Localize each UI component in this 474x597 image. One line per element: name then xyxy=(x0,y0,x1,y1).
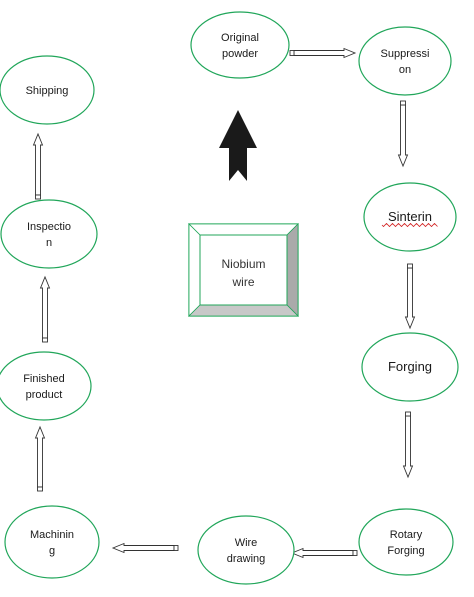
flow-arrow-2-tail xyxy=(400,100,406,106)
node-suppression-label-2: on xyxy=(399,64,411,76)
flow-arrow-6-tail xyxy=(173,545,179,551)
node-forging: Forging xyxy=(361,332,459,402)
flow-arrow-7 xyxy=(34,425,46,488)
center-box: Niobium wire xyxy=(188,223,299,317)
node-rotary-forging-shape xyxy=(358,508,454,576)
node-forging-label-1: Forging xyxy=(388,359,432,374)
flow-arrow-9 xyxy=(32,132,44,196)
spellcheck-underline xyxy=(381,222,438,228)
node-shipping-shape xyxy=(0,55,95,125)
flow-arrow-8-tail xyxy=(42,337,48,343)
node-original-powder: Original powder xyxy=(190,11,290,79)
node-suppression-label-1: Suppressi xyxy=(381,48,430,60)
node-forging-shape xyxy=(361,332,459,402)
nodes: Original powder Suppressi onSinterinForging… xyxy=(0,11,459,585)
node-finished-product-label-2: product xyxy=(26,389,63,401)
flow-arrow-5 xyxy=(290,547,354,559)
node-finished-product-label-1: Finished xyxy=(23,373,65,385)
flow-arrow-4-tail xyxy=(405,411,411,417)
center-box-right-bevel xyxy=(286,223,299,317)
node-wire-drawing: Wire drawing xyxy=(197,515,295,585)
center-box-bottom-bevel xyxy=(188,304,299,317)
node-original-powder-label-1: Original xyxy=(221,32,259,44)
node-machining: Machinin g xyxy=(4,505,100,579)
node-finished-product-shape xyxy=(0,351,92,421)
node-machining-label-1: Machinin xyxy=(30,529,74,541)
block-up-arrow-icon xyxy=(219,110,257,181)
flow-arrow-4 xyxy=(402,415,414,479)
flow-arrow-1-tail xyxy=(289,50,295,56)
node-sintering: Sinterin xyxy=(363,182,457,252)
center-box-face xyxy=(199,234,288,306)
node-rotary-forging-label-2: Forging xyxy=(387,545,424,557)
node-inspection: Inspectio n xyxy=(0,199,98,269)
node-shipping: Shipping xyxy=(0,55,95,125)
flow-arrow-3-tail xyxy=(407,263,413,269)
center-box-left-bevel xyxy=(188,223,201,317)
node-machining-shape xyxy=(4,505,100,579)
flow-arrow-8 xyxy=(39,275,51,339)
node-wire-drawing-label-2: drawing xyxy=(227,553,266,565)
node-inspection-label-2: n xyxy=(46,237,52,249)
node-inspection-shape xyxy=(0,199,98,269)
node-machining-label-2: g xyxy=(49,545,55,557)
flow-arrow-3 xyxy=(404,267,416,330)
node-finished-product: Finished product xyxy=(0,351,92,421)
center-box-top-bevel xyxy=(188,223,299,236)
flow-arrow-1 xyxy=(293,47,357,59)
node-suppression-shape xyxy=(358,26,452,96)
flow-arrow-7-tail xyxy=(37,486,43,492)
center-box-line-2: wire xyxy=(231,275,254,289)
flow-arrow-5-tail xyxy=(352,550,358,556)
flow-arrow-6 xyxy=(111,542,175,554)
center-box-line-1: Niobium xyxy=(221,257,265,271)
flow-arrow-2 xyxy=(397,104,409,168)
node-original-powder-label-2: powder xyxy=(222,48,258,60)
node-sintering-label-1: Sinterin xyxy=(388,209,432,224)
node-rotary-forging-label-1: Rotary xyxy=(390,529,423,541)
node-inspection-label-1: Inspectio xyxy=(27,221,71,233)
node-original-powder-shape xyxy=(190,11,290,79)
node-sintering-shape xyxy=(363,182,457,252)
node-shipping-label-1: Shipping xyxy=(26,85,69,97)
node-wire-drawing-label-1: Wire xyxy=(235,537,258,549)
node-wire-drawing-shape xyxy=(197,515,295,585)
edges xyxy=(32,47,416,559)
flow-arrow-9-tail xyxy=(35,194,41,200)
node-suppression: Suppressi on xyxy=(358,26,452,96)
